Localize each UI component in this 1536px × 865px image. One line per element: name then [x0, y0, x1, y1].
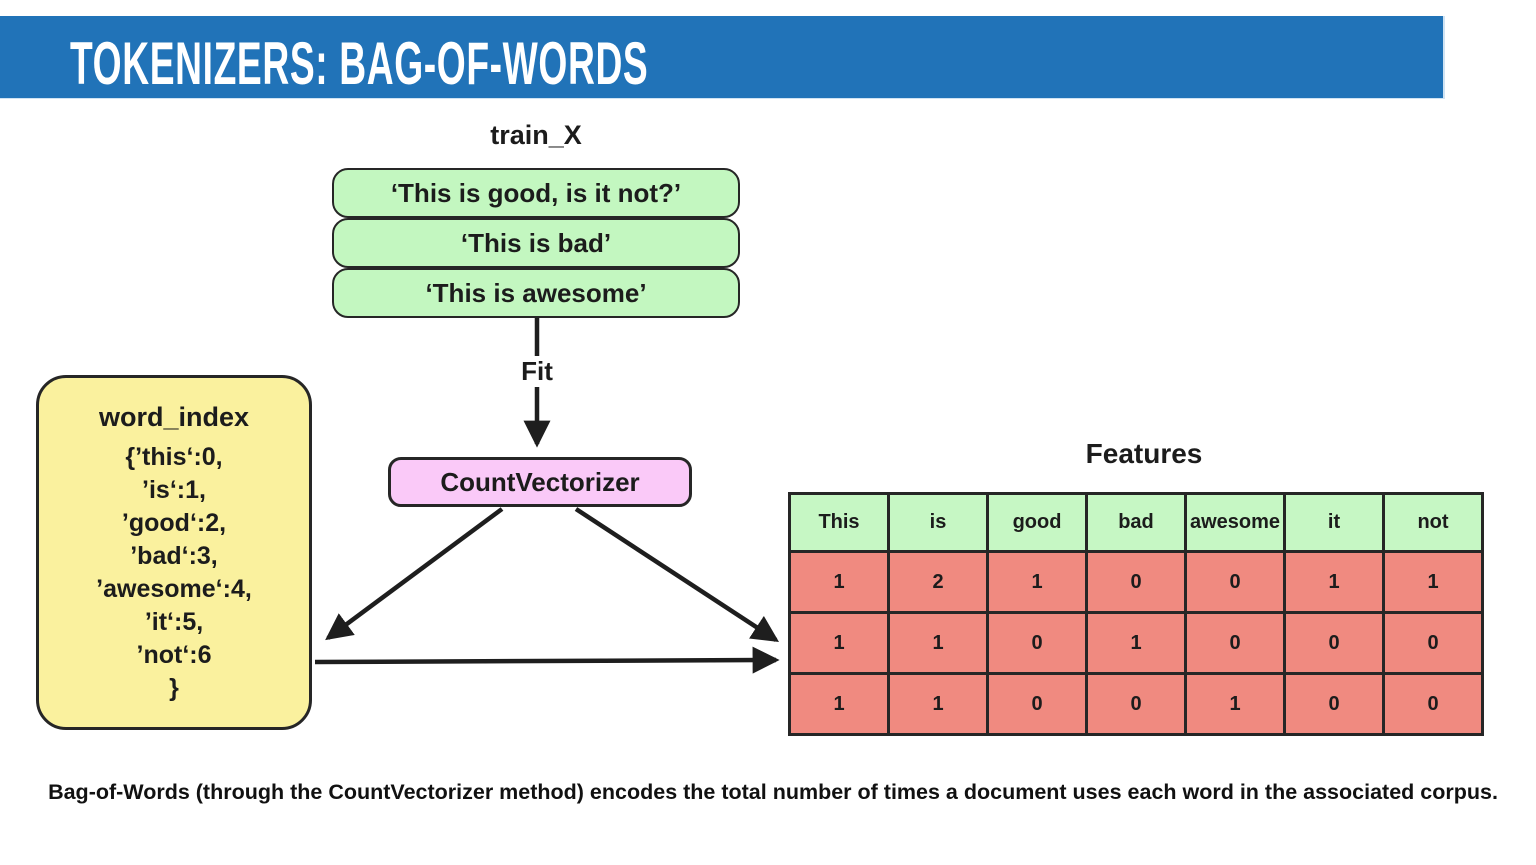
arrow-wordindex-to-table [314, 646, 780, 674]
table-row: 1 1 0 1 0 0 0 [788, 611, 1484, 675]
table-cell: 0 [1184, 611, 1286, 675]
column-header: is [887, 492, 989, 553]
table-cell: 0 [1382, 672, 1484, 736]
table-cell: 0 [1382, 611, 1484, 675]
word-index-box: word_index {’this‘:0, ’is‘:1, ’good‘:2, … [36, 375, 312, 730]
fit-label: Fit [507, 356, 567, 387]
dict-line: {’this‘:0, [125, 443, 223, 471]
dict-line: ’it‘:5, [144, 608, 204, 636]
table-cell: 1 [1085, 611, 1187, 675]
table-cell: 1 [887, 672, 989, 736]
dict-line: ’is‘:1, [142, 476, 206, 504]
document-box: ‘This is good, is it not?’ [332, 168, 740, 218]
count-vectorizer-box: CountVectorizer [388, 457, 692, 507]
word-index-title: word_index [98, 402, 250, 432]
table-cell: 0 [986, 611, 1088, 675]
table-cell: 0 [1085, 672, 1187, 736]
page-title: TOKENIZERS: BAG-OF-WORDS [70, 30, 649, 97]
table-cell: 0 [1184, 550, 1286, 614]
table-cell: 1 [1283, 550, 1385, 614]
table-cell: 1 [788, 611, 890, 675]
dict-line: ’awesome‘:4, [96, 575, 252, 603]
column-header: bad [1085, 492, 1187, 553]
table-cell: 1 [788, 672, 890, 736]
table-cell: 0 [1283, 672, 1385, 736]
table-cell: 1 [887, 611, 989, 675]
table-cell: 1 [788, 550, 890, 614]
dict-line: ’not‘:6 [136, 641, 212, 669]
arrow-vectorizer-to-table [574, 507, 780, 642]
features-table: This is good bad awesome it not 1 2 1 0 … [788, 492, 1484, 736]
table-cell: 1 [986, 550, 1088, 614]
table-row: 1 2 1 0 0 1 1 [788, 550, 1484, 614]
table-cell: 0 [986, 672, 1088, 736]
table-cell: 2 [887, 550, 989, 614]
column-header: it [1283, 492, 1385, 553]
document-box: ‘This is awesome’ [332, 268, 740, 318]
column-header: not [1382, 492, 1484, 553]
dict-line: ’good‘:2, [121, 509, 227, 537]
column-header: good [986, 492, 1088, 553]
table-cell: 0 [1085, 550, 1187, 614]
dict-line: } [169, 674, 179, 702]
dict-line: ’bad‘:3, [130, 542, 218, 570]
column-header: This [788, 492, 890, 553]
arrow-vectorizer-to-wordindex [325, 507, 504, 641]
document-box: ‘This is bad’ [332, 218, 740, 268]
table-header-row: This is good bad awesome it not [788, 492, 1484, 553]
train-x-label: train_X [490, 120, 582, 150]
table-row: 1 1 0 0 1 0 0 [788, 672, 1484, 736]
slide-caption: Bag-of-Words (through the CountVectorize… [48, 780, 1498, 804]
word-index-dict: {’this‘:0, ’is‘:1, ’good‘:2, ’bad‘:3, ’a… [39, 441, 309, 705]
table-cell: 0 [1283, 611, 1385, 675]
header-bar: TOKENIZERS: BAG-OF-WORDS [0, 16, 1445, 99]
table-cell: 1 [1382, 550, 1484, 614]
table-cell: 1 [1184, 672, 1286, 736]
features-title: Features [1085, 438, 1203, 469]
column-header: awesome [1184, 492, 1286, 553]
